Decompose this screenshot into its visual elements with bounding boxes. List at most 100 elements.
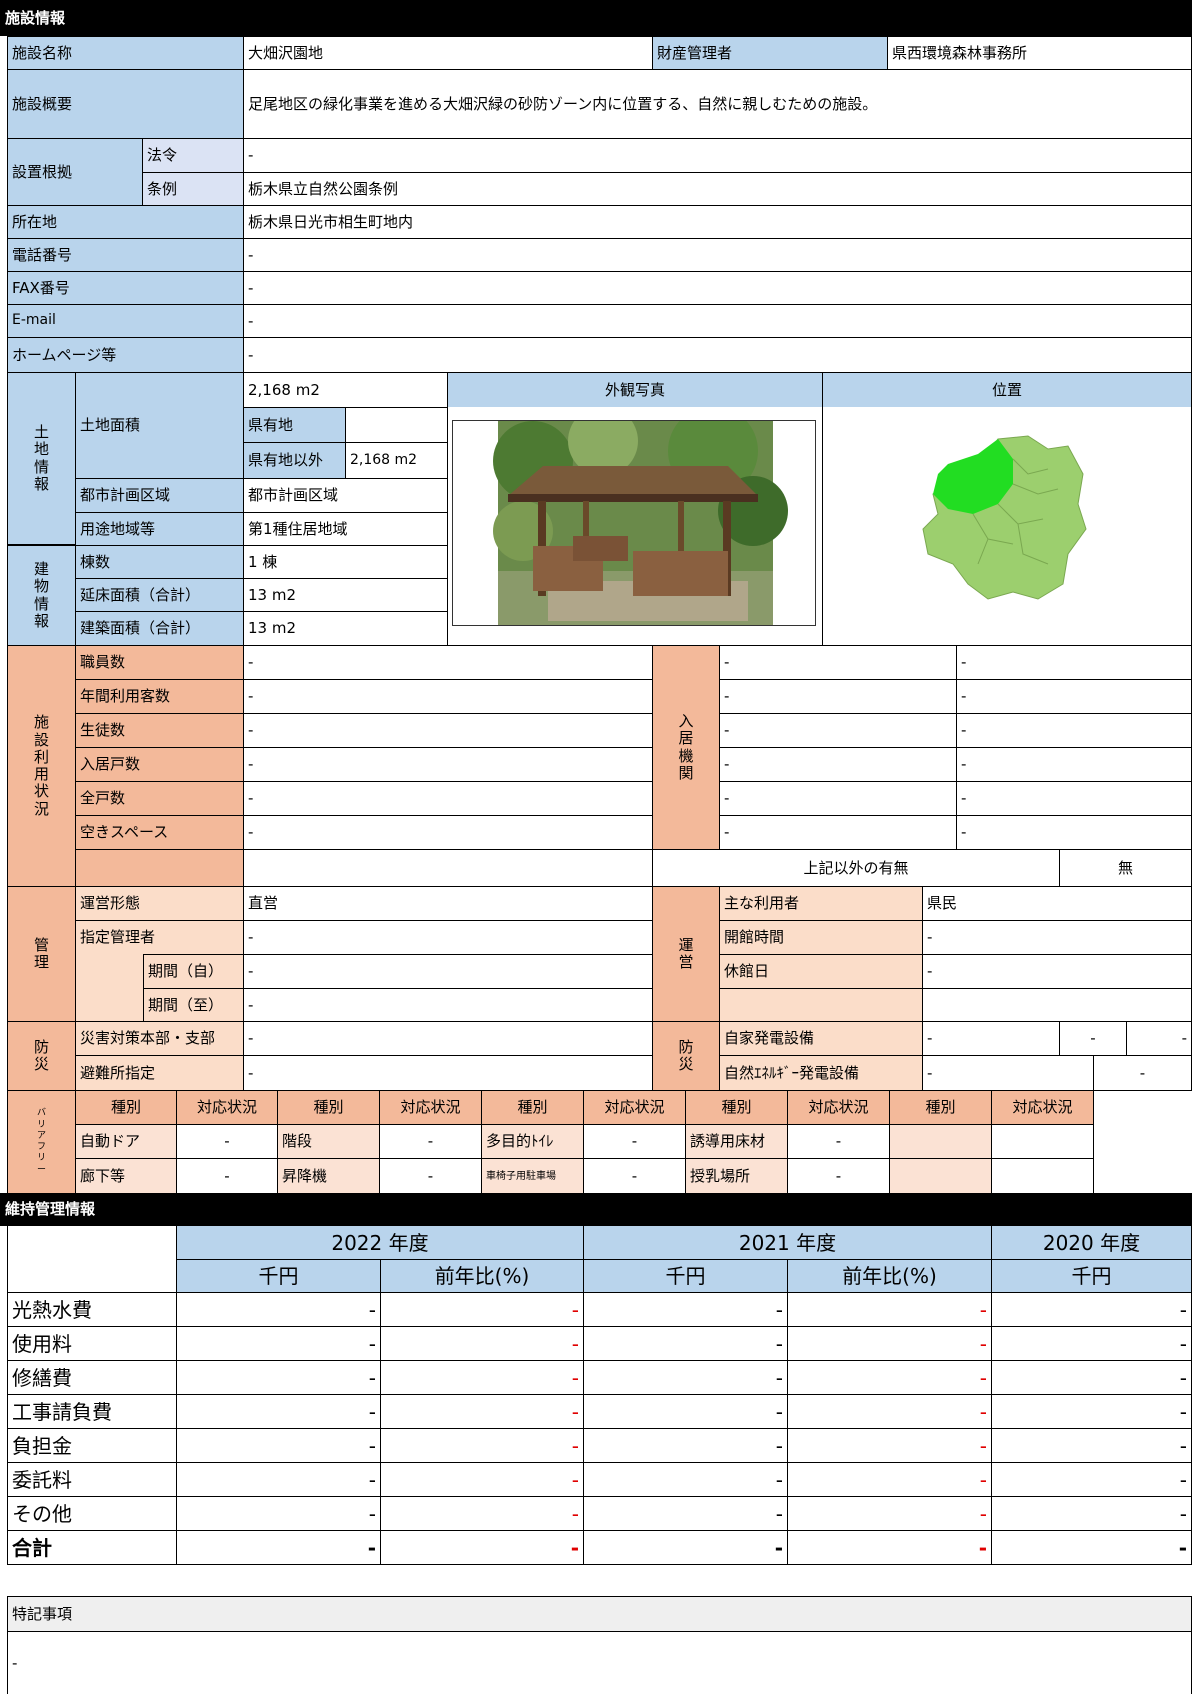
section-title-facility-info: 施設情報: [0, 0, 1192, 36]
designated-spacer: [75, 954, 144, 1022]
maint-corner: [7, 1225, 177, 1293]
cost-cell: -: [380, 1496, 584, 1531]
op-type-value: 直営: [243, 886, 653, 921]
barrier-item-status-empty: [991, 1124, 1094, 1159]
cost-cell: -: [787, 1394, 992, 1429]
cost-row-label: 合計: [7, 1530, 177, 1565]
cost-row-label: 光熱水費: [7, 1292, 177, 1327]
floor-area-label: 延床面積（合計）: [75, 578, 244, 612]
cost-cell: -: [991, 1428, 1192, 1463]
cost-cell: -: [380, 1360, 584, 1395]
building-group-label: 建物情報: [7, 545, 76, 646]
barrier-item-status: -: [787, 1158, 890, 1194]
phone-value: -: [243, 238, 1192, 272]
zoning-value: 第1種住居地域: [243, 512, 448, 546]
facility-name-value: 大畑沢園地: [243, 36, 653, 70]
barrier-kind-header-2: 種別: [277, 1090, 380, 1125]
ordinance-value: 栃木県立自然公園条例: [243, 172, 1192, 206]
org2-2: -: [956, 679, 1192, 714]
cost-cell: -: [787, 1326, 992, 1361]
cost-row-label: 委託料: [7, 1462, 177, 1497]
email-label: E-mail: [7, 304, 244, 338]
other-value: 無: [1059, 849, 1192, 887]
usage-group-label: 施設利用状況: [7, 645, 76, 887]
cost-cell: -: [787, 1292, 992, 1327]
students-value: -: [243, 713, 653, 748]
cost-cell: -: [991, 1394, 1192, 1429]
cost-cell: -: [176, 1292, 381, 1327]
unit-header: 千円: [991, 1259, 1192, 1293]
pref-land-value: [345, 407, 448, 443]
period-to-label: 期間（至）: [143, 988, 244, 1022]
barrier-kind-header-5: 種別: [889, 1090, 992, 1125]
org-5: -: [719, 781, 957, 816]
cost-cell: -: [176, 1496, 381, 1531]
org2-1: -: [956, 645, 1192, 680]
land-group-label: 土地情報: [7, 372, 76, 545]
cost-cell: -: [787, 1428, 992, 1463]
tenants-value: -: [243, 747, 653, 782]
barrier-item-name: 多目的ﾄｲﾚ: [481, 1124, 584, 1159]
barrier-item-status: -: [176, 1124, 278, 1159]
barrier-item-status: -: [379, 1124, 482, 1159]
org2-4: -: [956, 747, 1192, 782]
cost-cell: -: [583, 1292, 788, 1327]
cost-cell: -: [176, 1530, 381, 1565]
barrier-item-name: 自動ドア: [75, 1124, 177, 1159]
ops-blank-label: [719, 988, 923, 1022]
hq-value: -: [243, 1021, 653, 1056]
barrier-item-status: -: [176, 1158, 278, 1194]
cost-cell: -: [991, 1292, 1192, 1327]
mgmt-group-label: 管理: [7, 886, 76, 1022]
barrier-item-name: 廊下等: [75, 1158, 177, 1194]
students-label: 生徒数: [75, 713, 244, 748]
address-value: 栃木県日光市相生町地内: [243, 205, 1192, 239]
building-count-value: 1 棟: [243, 545, 448, 579]
generator-label: 自家発電設備: [719, 1021, 923, 1056]
usage-blank-label: [75, 849, 244, 887]
op-type-label: 運営形態: [75, 886, 244, 921]
barrier-item-status: -: [379, 1158, 482, 1194]
cost-row-label: 負担金: [7, 1428, 177, 1463]
cost-cell: -: [380, 1530, 584, 1565]
cost-cell: -: [787, 1360, 992, 1395]
build-area-value: 13 m2: [243, 611, 448, 646]
usage-blank-value: [243, 849, 653, 887]
vacant-label: 空きスペース: [75, 815, 244, 850]
pref-land-label: 県有地: [243, 407, 346, 443]
cost-cell: -: [176, 1394, 381, 1429]
cost-cell: -: [787, 1462, 992, 1497]
cost-cell: -: [583, 1462, 788, 1497]
barrier-item-status: -: [583, 1124, 686, 1159]
manager-label: 財産管理者: [652, 36, 888, 70]
notes-value: -: [7, 1631, 1192, 1694]
units-label: 全戸数: [75, 781, 244, 816]
designated-value: -: [243, 920, 653, 955]
cost-cell: -: [380, 1326, 584, 1361]
barrier-item-status-empty: [991, 1158, 1094, 1194]
basis-label: 設置根拠: [7, 138, 143, 206]
barrier-item-name: 車椅子用駐車場: [481, 1158, 584, 1194]
cost-cell: -: [583, 1394, 788, 1429]
barrier-kind-header-3: 種別: [481, 1090, 584, 1125]
land-area-value: 2,168 m2: [243, 372, 448, 408]
building-count-label: 棟数: [75, 545, 244, 579]
closed-value: -: [922, 954, 1192, 989]
location-map: [918, 434, 1088, 604]
cost-cell: -: [583, 1428, 788, 1463]
units-value: -: [243, 781, 653, 816]
hq-label: 災害対策本部・支部: [75, 1021, 244, 1056]
ordinance-label: 条例: [142, 172, 244, 206]
fax-value: -: [243, 271, 1192, 305]
org2-5: -: [956, 781, 1192, 816]
manager-value: 県西環境森林事務所: [887, 36, 1192, 70]
org2-3: -: [956, 713, 1192, 748]
barrier-item-name-empty: [889, 1124, 992, 1159]
disaster-group-label: 防災: [7, 1021, 76, 1091]
renewable-value2: -: [1093, 1055, 1192, 1091]
ops-group-label: 運営: [652, 886, 720, 1022]
facility-name-label: 施設名称: [7, 36, 244, 70]
cost-cell: -: [380, 1462, 584, 1497]
cost-cell: -: [176, 1462, 381, 1497]
barrier-group-label: バリアフリー: [7, 1090, 76, 1194]
